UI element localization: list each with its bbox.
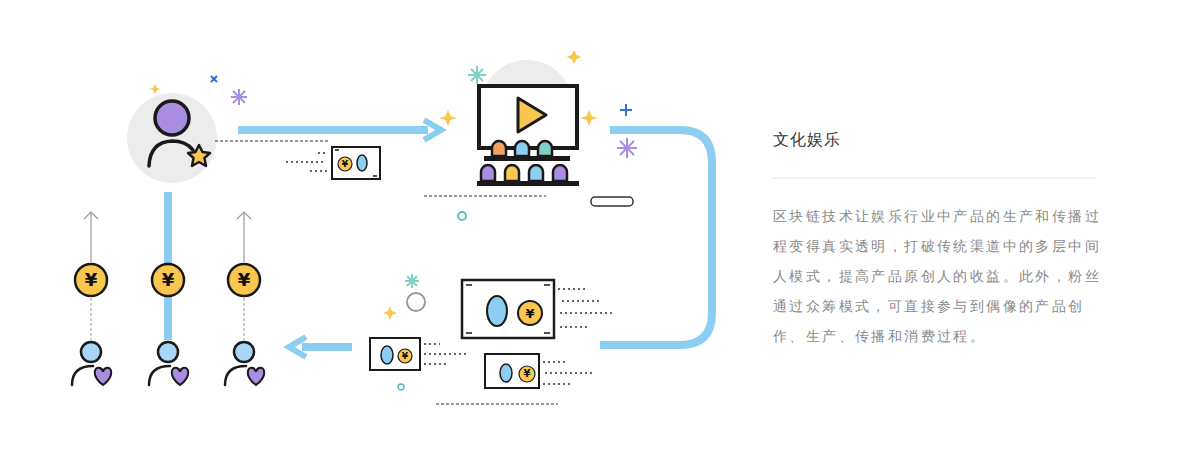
currency-sign: ¥ (333, 160, 357, 169)
star (188, 145, 210, 166)
banknote (370, 338, 420, 370)
sparkle (149, 84, 161, 94)
arrow-head (289, 337, 306, 357)
speed-lines (286, 161, 326, 163)
currency-sign: ¥ (79, 271, 103, 289)
ring (398, 384, 404, 390)
speed-lines (310, 170, 328, 172)
asterisk (617, 138, 637, 158)
fan-figure (72, 342, 264, 385)
banknote (485, 354, 539, 388)
speed-lines (318, 152, 328, 154)
speed-lines (558, 289, 612, 327)
speed-lines (543, 362, 592, 384)
currency-sign: ¥ (515, 369, 539, 379)
divider (773, 178, 1097, 179)
currency-sign: ¥ (156, 271, 180, 289)
banknote (332, 147, 380, 179)
asterisk (468, 66, 486, 84)
backdrop (127, 93, 217, 183)
dash (424, 196, 546, 197)
person-head (155, 101, 189, 135)
up-arrow (84, 212, 251, 262)
cross (211, 76, 217, 82)
sparkle (567, 50, 582, 64)
ring (407, 293, 425, 311)
banknote (462, 280, 554, 338)
speed-lines (424, 344, 466, 364)
currency-sign: ¥ (518, 307, 542, 320)
dash (436, 404, 558, 405)
sparkle (581, 110, 598, 126)
sparkle (440, 110, 457, 126)
dash (91, 298, 244, 340)
flow-line (600, 130, 712, 345)
plus (620, 104, 632, 116)
currency-sign: ¥ (393, 352, 417, 361)
currency-sign: ¥ (232, 271, 256, 289)
theater-icon (477, 86, 579, 186)
flow-line (302, 343, 352, 351)
dash (215, 141, 330, 142)
section-title: 文化娱乐 (773, 130, 841, 151)
flow-line (238, 126, 428, 134)
asterisk (405, 274, 419, 288)
description: 区块链技术让娱乐行业中产品的生产和传播过程变得真实透明，打破传统渠道中的多层中间… (773, 201, 1109, 351)
ring (458, 212, 466, 220)
asterisk (231, 89, 247, 105)
arrow-head (424, 120, 441, 140)
coin (75, 264, 260, 296)
sparkle (383, 306, 397, 320)
pill (591, 197, 633, 206)
person-body (149, 141, 193, 166)
